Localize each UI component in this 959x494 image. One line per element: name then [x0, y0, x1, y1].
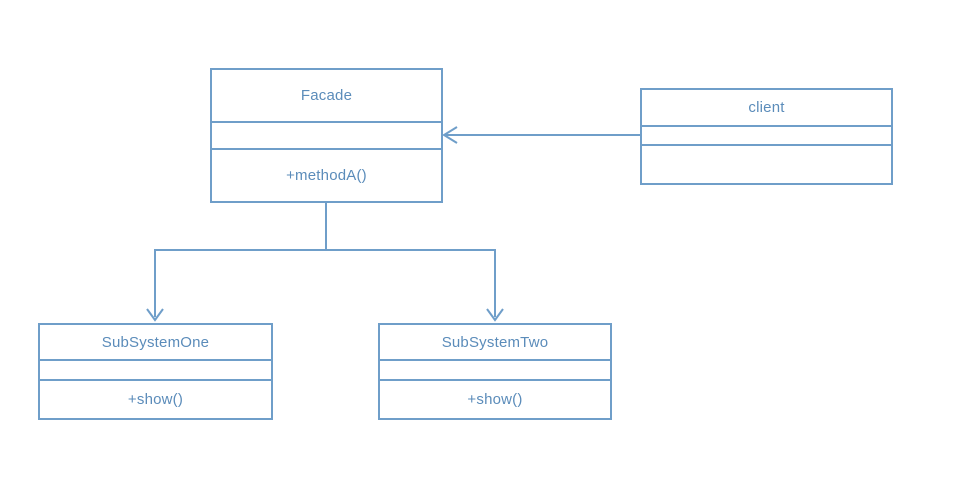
class-attributes: [40, 359, 271, 379]
arrowhead-left-icon: [442, 126, 458, 144]
class-name: Facade: [300, 87, 353, 104]
class-name: client: [748, 99, 785, 116]
class-methods: +methodA(): [212, 148, 441, 201]
class-box-subsystem-two[interactable]: SubSystemTwo +show(): [378, 323, 612, 420]
class-methods: +show(): [40, 379, 271, 418]
class-attributes: [212, 121, 441, 148]
class-name: SubSystemOne: [101, 333, 210, 351]
relation-client-to-facade: [442, 126, 640, 144]
class-box-facade[interactable]: Facade +methodA(): [210, 68, 443, 203]
relation-facade-to-subsystems: [146, 203, 504, 322]
class-attributes: [380, 359, 610, 379]
arrowhead-down-icon: [486, 308, 504, 322]
class-methods: [642, 144, 891, 183]
class-box-client[interactable]: client: [640, 88, 893, 185]
class-name: SubSystemTwo: [441, 333, 549, 351]
class-box-subsystem-one[interactable]: SubSystemOne +show(): [38, 323, 273, 420]
class-attributes: [642, 125, 891, 144]
class-methods: +show(): [380, 379, 610, 418]
arrowhead-down-icon: [146, 308, 164, 322]
